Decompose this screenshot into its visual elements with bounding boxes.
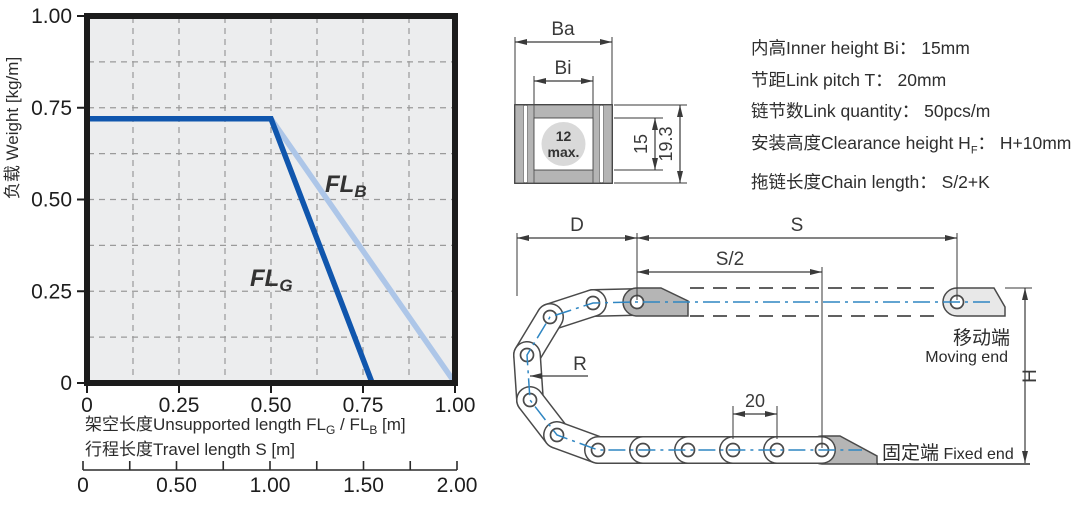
chain-dimensions: D S S/2 20 R H [516, 215, 1041, 463]
spec-row: 内高Inner height Bi： 15mm [751, 38, 970, 58]
chart-curves [87, 116, 458, 385]
x-axis-label-1: 架空长度Unsupported length FLG / FLB [m] [85, 415, 406, 437]
travel-length-axis: 0 0.50 1.00 1.50 2.00 [77, 461, 477, 497]
link-pin-hole [522, 392, 538, 408]
spec-row: 链节数Link quantity： 50pcs/m [751, 101, 991, 121]
dim-label-19-3: 19.3 [656, 126, 676, 161]
x-tick-label: 0 [81, 394, 93, 417]
spec-row: 拖链长度Chain length： S/2+K [751, 171, 990, 192]
dim-label-s: S [791, 215, 804, 236]
x-tick-label: 0.75 [343, 394, 384, 417]
dim-label-ba: Ba [551, 19, 575, 40]
spec-list: 内高Inner height Bi： 15mm 节距Link pitch T： 2… [751, 33, 1079, 198]
max-cable-circle [541, 122, 586, 166]
dim-label-d: D [570, 215, 584, 236]
curve-FL_G [87, 116, 375, 384]
s-tick-label: 1.00 [250, 474, 291, 497]
y-tick-label: 0.50 [31, 189, 72, 212]
link-pin-hole [590, 442, 606, 458]
dim-label-bi: Bi [555, 58, 572, 79]
x-tick-label: 1.00 [435, 394, 476, 417]
s-tick-label: 2.00 [437, 474, 478, 497]
dim-label-s-half: S/2 [716, 249, 745, 270]
travel-outline [690, 287, 942, 317]
cross-section-diagram: Ba Bi 12 max. 15 19.3 [514, 19, 687, 184]
x-axis-label-2: 行程长度Travel length S [m] [85, 440, 295, 459]
y-tick-label: 1.00 [31, 5, 72, 28]
dim-label-h: H [1020, 369, 1041, 383]
moving-end-label-en: Moving end [925, 349, 1008, 366]
curve-label-flb: FLB [325, 171, 367, 201]
s-tick-label: 0.50 [156, 474, 197, 497]
y-axis-label: 负载 Weight [kg/m] [3, 57, 22, 199]
spec-row: 节距Link pitch T： 20mm [751, 69, 947, 90]
moving-end-label-zh: 移动端 [953, 327, 1010, 349]
s-tick-label: 1.50 [343, 474, 384, 497]
plot-border [84, 13, 458, 386]
chart-ticks: 1.00 0.75 0.50 0.25 00 0.25 0.50 0.75 1.00 [31, 5, 475, 417]
chain-diagram: D S S/2 20 R H 移动端 Moving end 固定端 Fixed … [513, 215, 1041, 465]
chart-gridlines [88, 17, 454, 382]
fixed-end-label: 固定端 Fixed end [882, 442, 1014, 464]
dim-label-15: 15 [631, 134, 651, 154]
max-cable-unit: max. [548, 144, 580, 160]
x-tick-label: 0.50 [251, 394, 292, 417]
dim-label-r: R [573, 354, 587, 375]
max-cable-value: 12 [556, 128, 572, 144]
y-tick-label: 0.25 [31, 280, 72, 303]
y-tick-label: 0 [60, 372, 72, 395]
x-tick-label: 0.25 [159, 394, 200, 417]
s-tick-label: 0 [77, 474, 89, 497]
chain-centerline [526, 301, 990, 451]
spec-row: 安装高度Clearance height HF： H+10mm [751, 132, 1072, 157]
curve-label-flg: FLG [250, 265, 293, 295]
y-tick-label: 0.75 [31, 97, 72, 120]
dim-label-20: 20 [745, 391, 765, 411]
